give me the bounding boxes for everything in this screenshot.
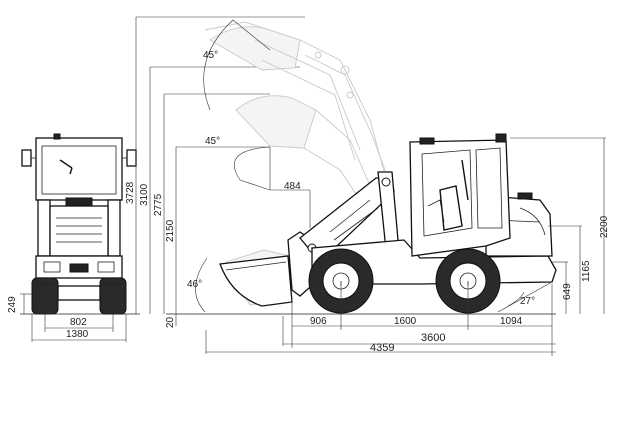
front-windshield — [41, 145, 117, 195]
right-mirror — [126, 149, 137, 167]
max-lift-height-label: 3100 — [139, 183, 150, 206]
max-pin-height-label: 3728 — [125, 181, 136, 204]
axle-to-top-label: 1165 — [581, 260, 592, 282]
bucket-reach-label: 484 — [284, 181, 301, 192]
side-view-machine — [219, 133, 557, 314]
dump-height-45-label: 2150 — [165, 219, 176, 242]
wheelbase-label: 1600 — [394, 316, 417, 327]
front-overhang-label: 906 — [310, 316, 327, 327]
overall-height-label: 2200 — [599, 215, 610, 238]
left-mirror — [21, 149, 32, 167]
cab — [409, 139, 511, 257]
overall-width-label: 1380 — [66, 329, 89, 340]
length-without-bucket-label: 3600 — [421, 332, 445, 344]
track-width-label: 802 — [70, 317, 87, 328]
front-view: 249 802 1380 — [7, 133, 140, 342]
top-dump-angle-label: 45° — [203, 50, 218, 61]
departure-angle-label: 27° — [520, 296, 535, 307]
front-grille — [49, 205, 109, 257]
mid-dump-angle-label: 45° — [205, 136, 220, 147]
side-view-dimensions: 20 2200 1165 649 27° 906 1600 1094 3600 … — [165, 137, 610, 356]
cab-window-front — [421, 149, 473, 237]
dig-depth-label: 20 — [165, 316, 176, 328]
overall-length-label: 4359 — [370, 342, 394, 354]
front-cab — [35, 137, 123, 201]
front-right-tire — [99, 277, 127, 315]
bucket — [219, 255, 293, 307]
dump-height-label: 2775 — [153, 193, 164, 216]
hitch-height-label: 649 — [562, 283, 573, 300]
front-left-tire — [31, 277, 59, 315]
rollback-angle-label: 46° — [187, 279, 202, 290]
cab-window-rear — [475, 147, 503, 229]
rear-overhang-label: 1094 — [500, 316, 523, 327]
ground-clearance-label: 249 — [7, 296, 18, 313]
